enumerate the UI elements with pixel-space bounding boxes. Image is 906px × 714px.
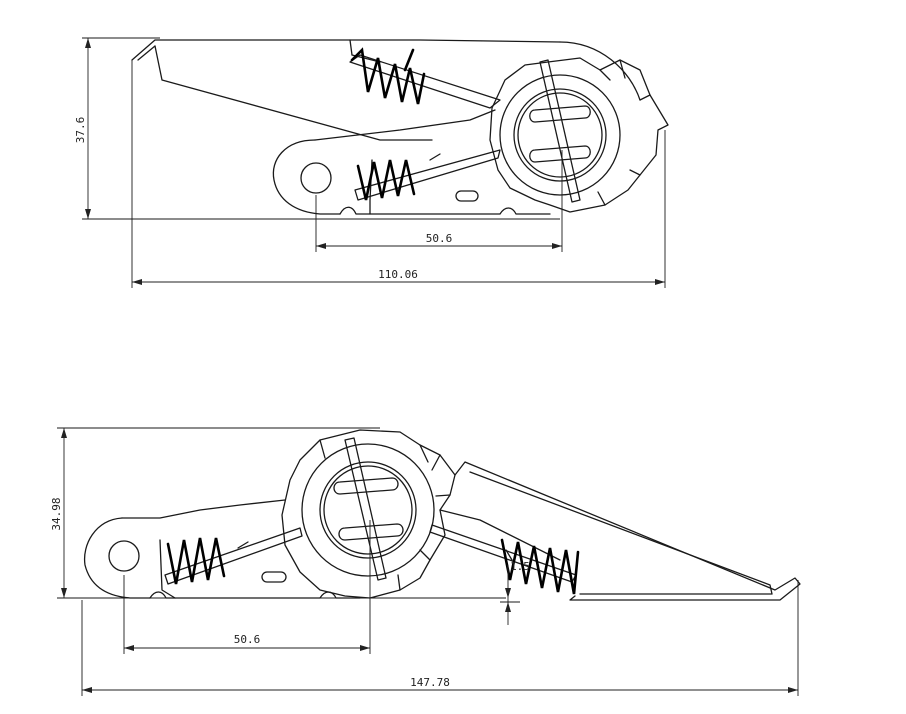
lower-spring	[354, 149, 501, 201]
open-dimensions: 34.98 50.6 147.78 1.5	[50, 427, 799, 696]
handle-open	[439, 461, 801, 601]
base-plate-open	[83, 499, 361, 599]
dim-height-closed: 37.6	[74, 117, 87, 144]
closed-ratchet-view: 37.6 50.6 110.06	[74, 37, 669, 288]
pivot-hole	[300, 162, 332, 194]
slot	[455, 190, 479, 202]
upper-spring	[349, 47, 501, 109]
ratchet-wheel	[489, 57, 669, 213]
dim-height-open: 34.98	[50, 497, 63, 530]
right-spring	[429, 524, 580, 595]
closed-dimensions: 37.6 50.6 110.06	[74, 37, 666, 288]
slot-open	[261, 571, 287, 583]
pivot-hole-open	[108, 540, 140, 572]
dim-overall-closed: 110.06	[378, 268, 418, 281]
left-spring	[164, 527, 303, 585]
dim-overall-open: 147.78	[410, 676, 450, 689]
dim-pin-to-hub-open: 50.6	[234, 633, 261, 646]
handle-body	[131, 39, 641, 141]
dim-small-offset: 1.5	[510, 560, 530, 573]
base-plate	[272, 109, 551, 215]
dim-pin-to-hub-closed: 50.6	[426, 232, 453, 245]
ratchet-wheel-open	[281, 429, 456, 599]
open-ratchet-view: 34.98 50.6 147.78 1.5	[50, 427, 801, 696]
